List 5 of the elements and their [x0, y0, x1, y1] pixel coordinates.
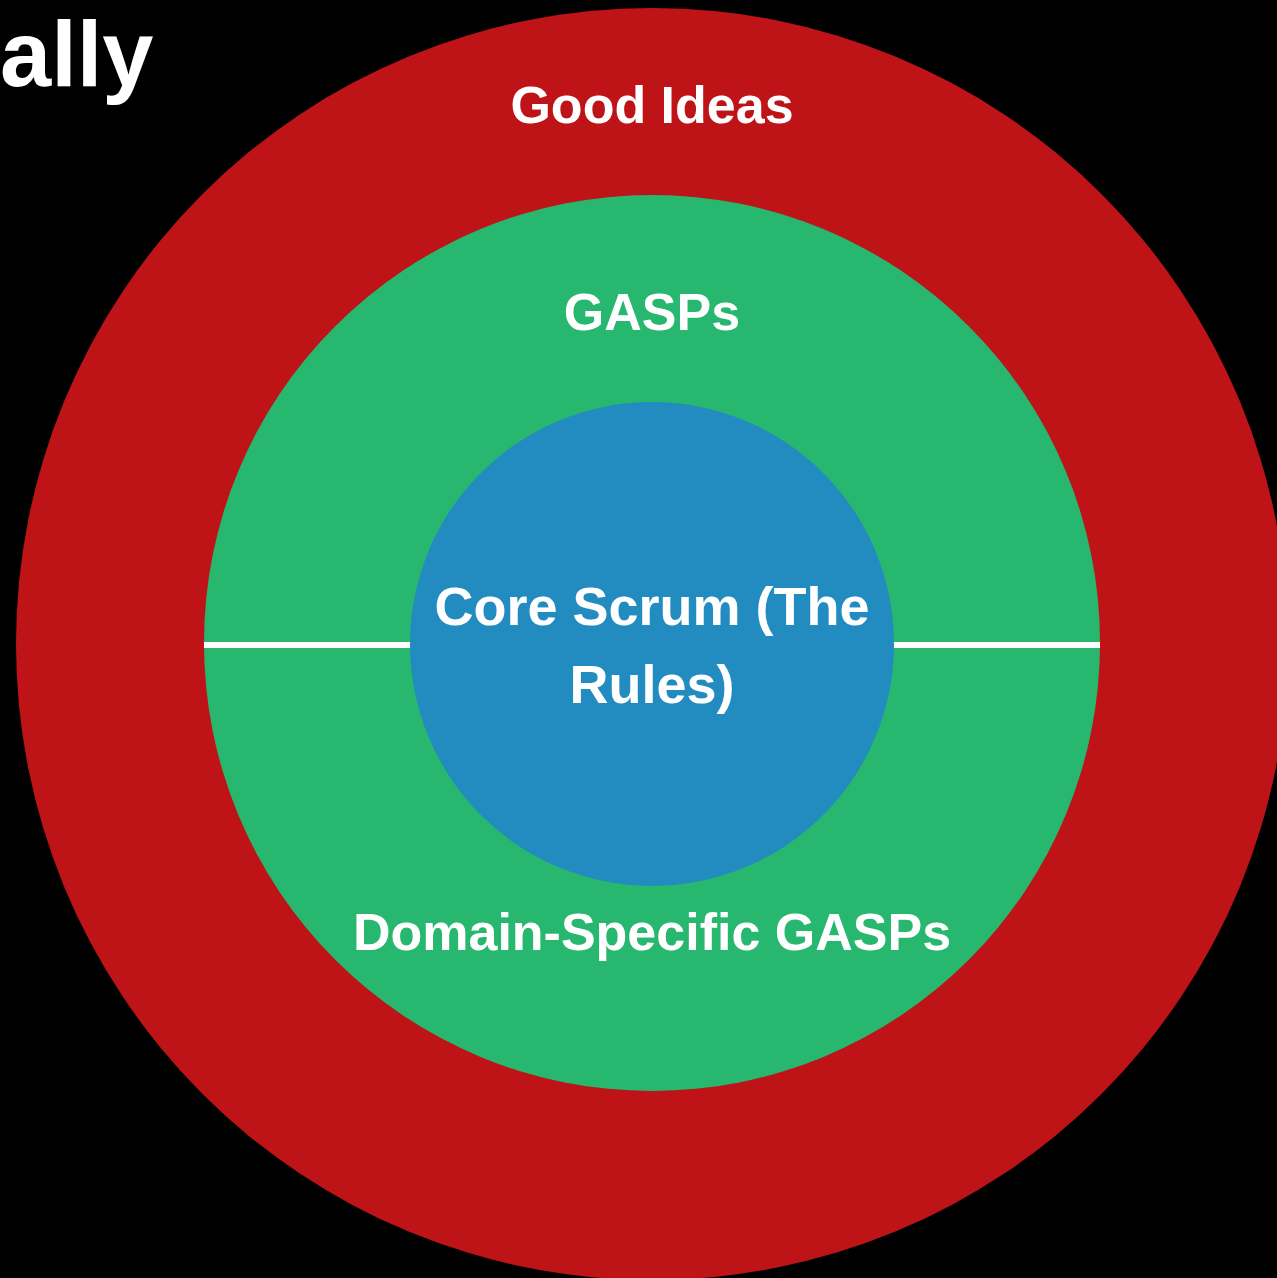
- ring-label: Good Ideas: [509, 75, 795, 136]
- ring-label: GASPs: [562, 282, 742, 343]
- ring-label: Domain-Specific GASPs: [351, 902, 953, 963]
- ring-label: Core Scrum (The Rules): [433, 575, 871, 717]
- title: ally: [0, 4, 154, 106]
